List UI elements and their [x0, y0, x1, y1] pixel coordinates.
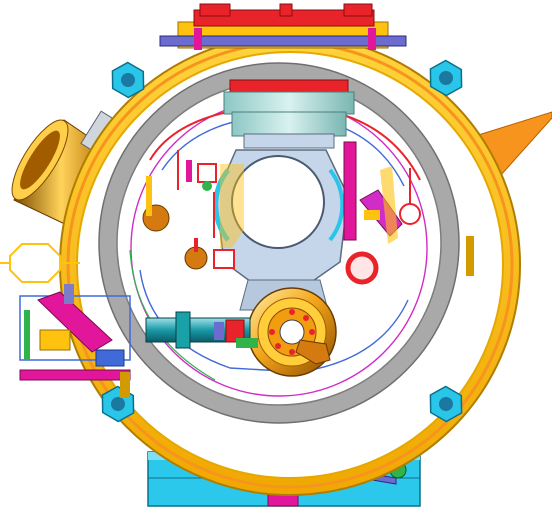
left-actuator — [0, 243, 131, 381]
top-flange — [159, 3, 407, 50]
bolt-icon — [429, 385, 463, 423]
bolt-icon — [429, 59, 463, 97]
interior-mechanism — [129, 79, 428, 397]
left-fitting — [120, 372, 130, 398]
right-fitting — [466, 236, 474, 276]
bolt-icon — [111, 61, 145, 99]
crank-gear — [247, 287, 337, 377]
